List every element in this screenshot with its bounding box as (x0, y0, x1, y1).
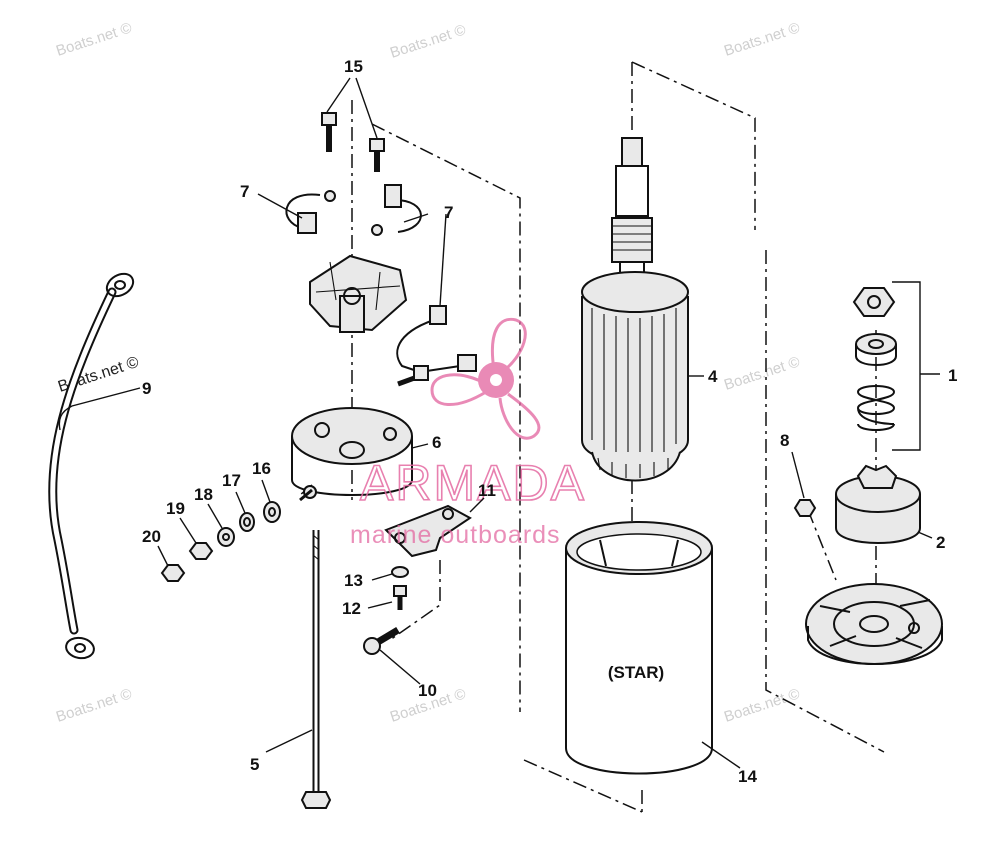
parts-16-20-hardware (160, 501, 281, 582)
callouts: 15 7 7 9 4 1 6 8 2 11 16 17 18 19 20 13 … (142, 57, 957, 786)
callout-16: 16 (252, 459, 271, 478)
brush-lead (396, 305, 477, 387)
callout-17: 17 (222, 471, 241, 490)
part-12-screw (393, 585, 407, 597)
part-10-bolt (363, 637, 381, 655)
watermark-text: Boats.net © (722, 19, 802, 59)
watermark-text: Boats.net © (54, 19, 134, 59)
part-17-washer (239, 512, 255, 532)
callout-4: 4 (708, 367, 718, 386)
callout-10: 10 (418, 681, 437, 700)
parts-10-13-fasteners (363, 566, 409, 655)
callout-1: 1 (948, 366, 957, 385)
callout-15: 15 (344, 57, 363, 76)
part-5-through-bolt (300, 530, 332, 809)
part-4-armature (581, 137, 689, 482)
part-1-drive-stack (852, 287, 897, 431)
brand-tagline: marine outboards (350, 521, 561, 549)
part-14-housing: (STAR) (565, 521, 713, 775)
callout-7-left: 7 (240, 182, 249, 201)
watermark-text: Boats.net © (54, 685, 134, 725)
callout-2: 2 (936, 533, 945, 552)
part-16-washer (263, 501, 281, 523)
part-20-nut (160, 564, 186, 582)
callout-13: 13 (344, 571, 363, 590)
part-19-nut (188, 542, 214, 560)
part-7-brushes (285, 184, 422, 236)
leader-lines (58, 77, 940, 769)
part-8-nut (793, 499, 817, 517)
housing-label: (STAR) (608, 663, 664, 682)
callout-6: 6 (432, 433, 441, 452)
callout-9: 9 (142, 379, 151, 398)
propeller-logo (430, 317, 541, 440)
part-11-bracket (384, 504, 472, 558)
drive-end-frame (805, 583, 943, 665)
callout-11: 11 (478, 481, 496, 500)
brand-name: ARMADA (360, 455, 586, 511)
callout-20: 20 (142, 527, 161, 546)
callout-5: 5 (250, 755, 259, 774)
brush-holder (309, 254, 408, 333)
callout-8: 8 (780, 431, 789, 450)
part-9-cable (48, 272, 135, 660)
watermark-text: Boats.net © (722, 353, 802, 393)
brand-watermark: ARMADA marine outboards (350, 317, 586, 549)
part-18-washer (217, 527, 235, 547)
callout-18: 18 (194, 485, 213, 504)
part-6-end-cap (291, 407, 413, 502)
callout-12: 12 (342, 599, 361, 618)
part-2-pinion (835, 464, 921, 544)
callout-19: 19 (166, 499, 185, 518)
callout-7-right: 7 (444, 203, 453, 222)
part-15-screws (321, 112, 385, 172)
watermark-text: Boats.net © (388, 21, 468, 61)
callout-14: 14 (738, 767, 757, 786)
part-13-lockwasher (391, 566, 409, 578)
watermark-text: Boats.net © (722, 685, 802, 725)
